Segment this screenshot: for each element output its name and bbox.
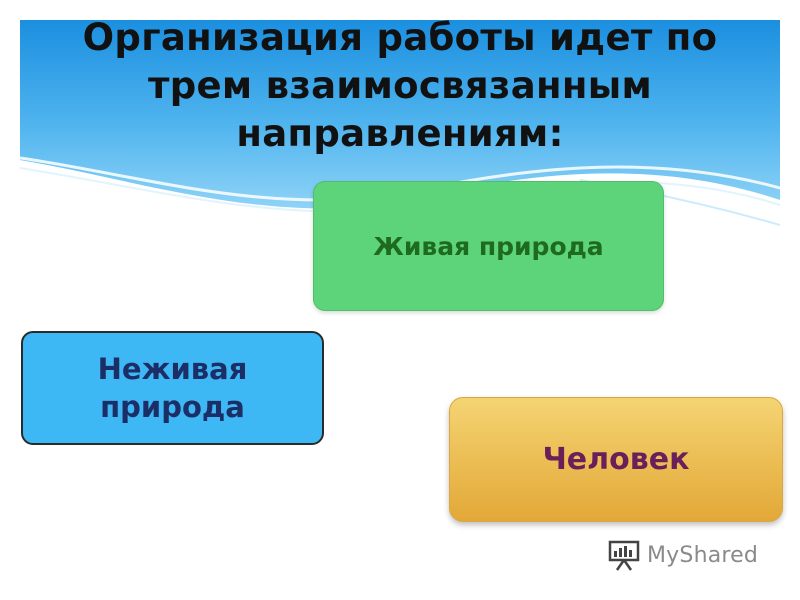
human-label: Человек <box>542 442 690 477</box>
myshared-watermark: MyShared <box>607 537 777 573</box>
slide-title: Организация работы идет по трем взаимосв… <box>82 16 718 155</box>
living-nature-label: Живая природа <box>373 231 604 261</box>
nonliving-nature-card: Неживая природа <box>21 331 324 445</box>
nonliving-nature-label: Неживая природа <box>97 352 248 424</box>
presentation-board-icon <box>608 540 640 571</box>
living-nature-card: Живая природа <box>313 181 664 311</box>
watermark-text: MyShared <box>647 542 759 568</box>
human-card: Человек <box>449 397 783 522</box>
